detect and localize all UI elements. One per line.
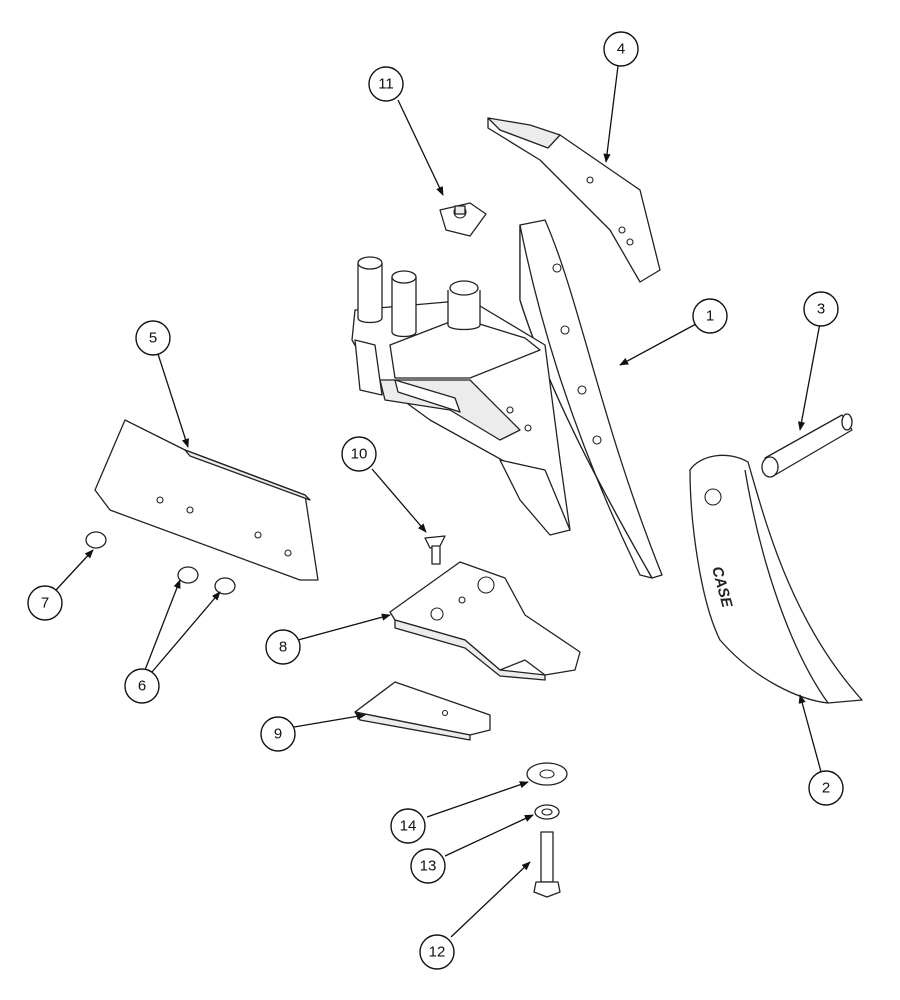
callout-13-label: 13 <box>420 858 437 875</box>
callout-14: 14 <box>390 808 426 844</box>
part-11-clamp <box>439 202 487 237</box>
part-1-frame <box>351 219 663 579</box>
callout-11-label: 11 <box>378 76 394 93</box>
part-2-shank: CASE <box>689 454 863 704</box>
callout-14-label: 14 <box>400 818 417 835</box>
part-10-screw <box>424 535 446 565</box>
callout-8-label: 8 <box>279 639 287 656</box>
leader-14 <box>426 781 529 818</box>
callout-12: 12 <box>419 934 455 970</box>
callout-2: 2 <box>808 770 844 806</box>
callout-6-label: 6 <box>138 678 146 695</box>
leader-8 <box>297 613 391 641</box>
part-8-point <box>389 561 581 681</box>
part-6-plugs <box>177 566 236 595</box>
callout-7: 7 <box>27 585 63 621</box>
tube-right <box>447 280 481 331</box>
callout-4: 4 <box>603 31 639 67</box>
leader-9 <box>293 712 366 728</box>
leader-12 <box>450 861 531 938</box>
tube-middle <box>391 270 417 338</box>
callout-4-label: 4 <box>617 41 625 58</box>
leader-6a <box>144 579 181 671</box>
callout-10-label: 10 <box>351 446 368 463</box>
callout-1-label: 1 <box>706 308 714 325</box>
leader-2 <box>798 694 824 780</box>
part-12-bolt <box>533 831 561 898</box>
callout-1: 1 <box>692 298 728 334</box>
tube-left <box>357 256 383 324</box>
callout-3-label: 3 <box>817 301 825 318</box>
leader-4 <box>603 65 619 163</box>
callout-3: 3 <box>803 291 839 327</box>
callout-10: 10 <box>341 436 377 472</box>
leader-3 <box>797 322 821 431</box>
callout-8: 8 <box>265 629 301 665</box>
callout-11: 11 <box>368 66 404 102</box>
leader-11 <box>397 99 444 196</box>
callout-9-label: 9 <box>274 726 282 743</box>
leader-5 <box>157 353 189 448</box>
leader-1 <box>619 323 697 366</box>
callout-12-label: 12 <box>429 944 446 961</box>
callout-9: 9 <box>260 716 296 752</box>
part-14-washer <box>526 762 568 786</box>
callout-7-label: 7 <box>41 595 49 612</box>
callout-13: 13 <box>410 848 446 884</box>
leader-lines <box>55 65 824 938</box>
callout-5-label: 5 <box>149 330 157 347</box>
part-13-lock-washer <box>534 804 560 820</box>
leader-7 <box>55 549 94 591</box>
part-5-left-plate <box>94 419 319 581</box>
leader-10 <box>371 468 427 533</box>
leader-13 <box>444 814 534 857</box>
leader-6b <box>151 591 221 673</box>
part-3-pin <box>761 413 853 478</box>
part-7-plug <box>85 531 107 549</box>
callout-6: 6 <box>124 668 160 704</box>
callout-2-label: 2 <box>822 780 830 797</box>
part-9-wedge <box>354 681 491 741</box>
callout-5: 5 <box>135 320 171 356</box>
part-4-upper-plate <box>487 117 661 283</box>
